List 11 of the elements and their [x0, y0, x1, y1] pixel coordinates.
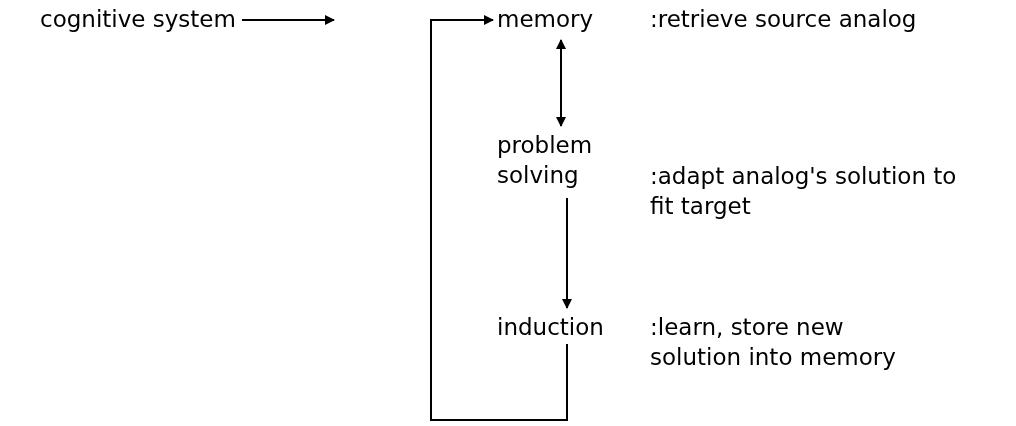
node-label: problem solving [497, 130, 607, 190]
arrow [240, 15, 335, 25]
node-label: cognitive system [40, 4, 236, 34]
arrow [556, 39, 566, 127]
annotation-text: :learn, store new solution into memory [650, 313, 897, 372]
annotation-text: :adapt analog's solution to fit target [650, 162, 958, 221]
arrow [562, 197, 572, 309]
node-label: memory [497, 4, 597, 34]
node-label: induction [497, 312, 612, 342]
annotation-text: :retrieve source analog [650, 5, 918, 34]
arrow [430, 15, 568, 421]
